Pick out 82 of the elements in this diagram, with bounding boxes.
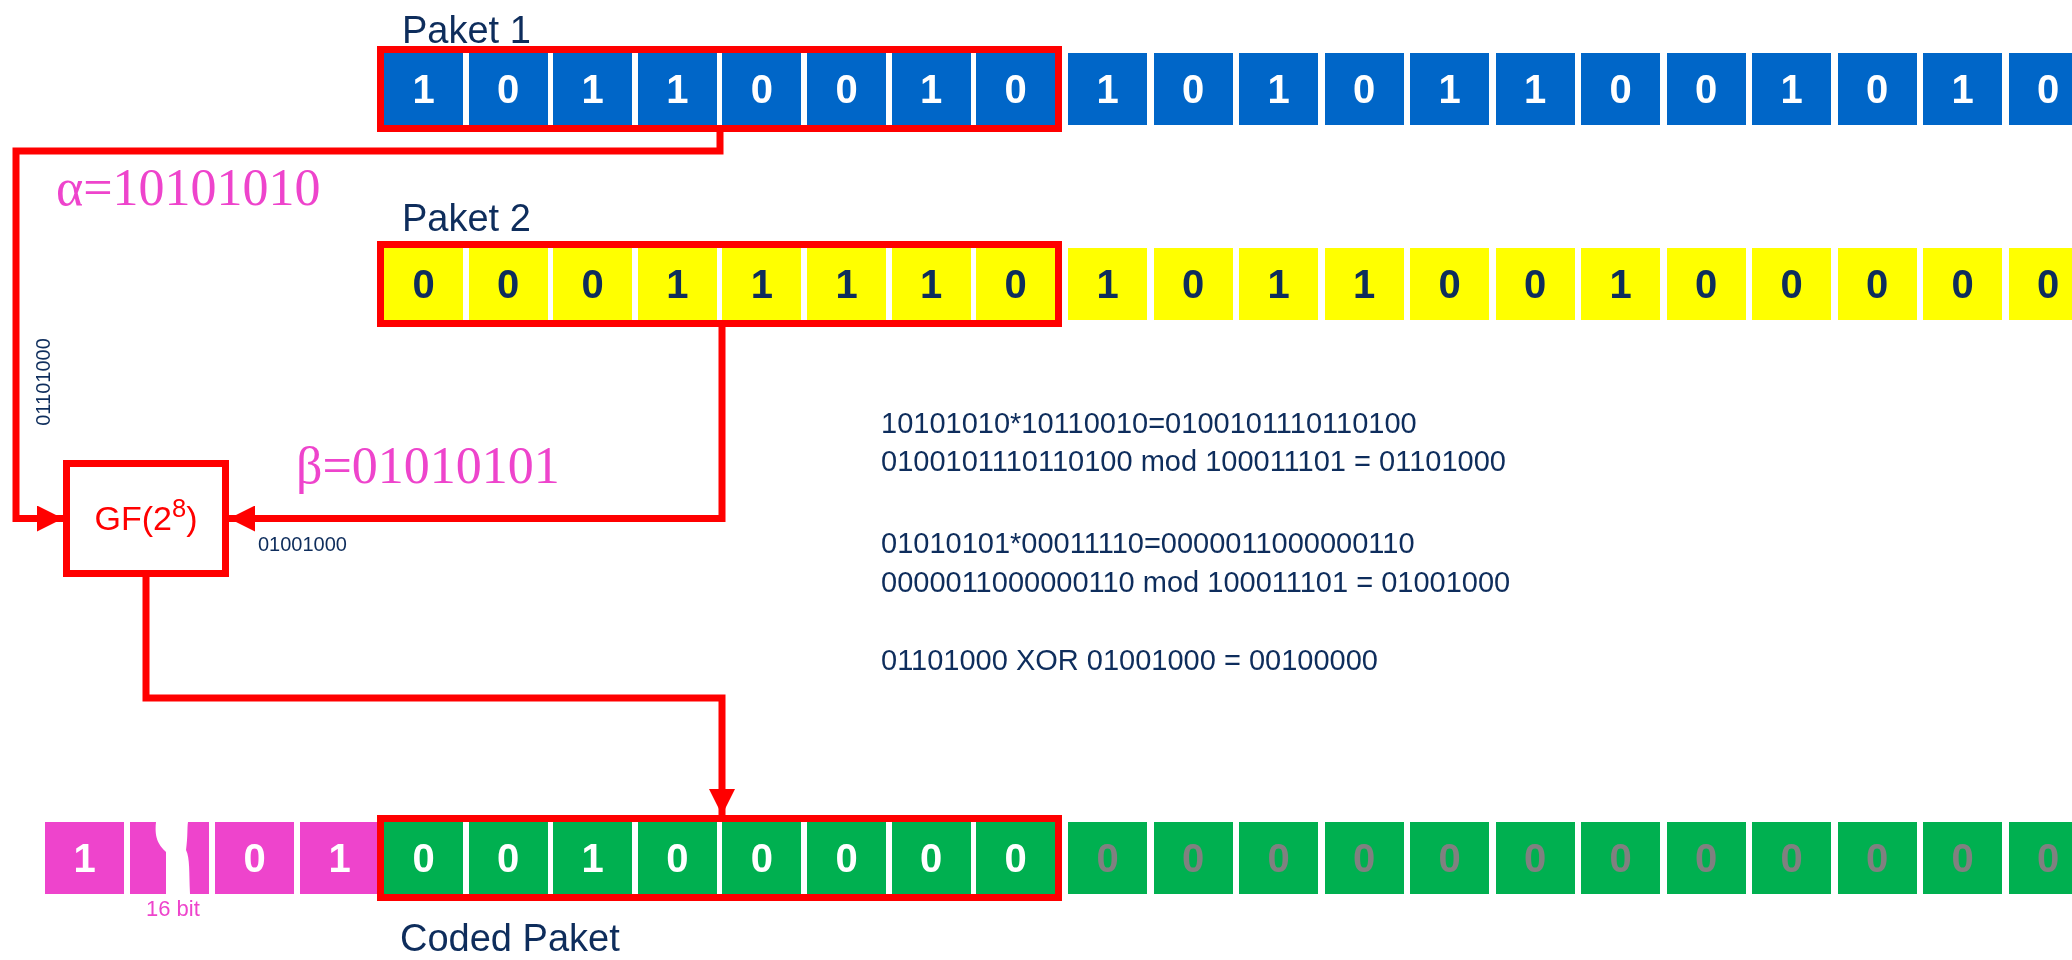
bit-cell: 1	[1923, 53, 2002, 125]
torn-cell	[130, 822, 209, 894]
bit-cell: 0	[722, 822, 802, 894]
highlight-frame	[377, 241, 1063, 327]
highlight-frame	[377, 46, 1063, 132]
bit-cell: 0	[1581, 53, 1660, 125]
formula-text: 0100101110110100 mod 100011101 = 01101000	[881, 444, 1506, 479]
bit-cell: 0	[1752, 822, 1831, 894]
bit-cell: 0	[1666, 248, 1746, 320]
bit-cell: 0	[976, 53, 1056, 125]
packet-title: Paket 2	[402, 196, 531, 241]
bit-cell: 0	[1837, 248, 1917, 320]
bit-cell: 0	[1410, 822, 1489, 894]
bit-cell: 1	[1324, 248, 1404, 320]
bit-cell: 0	[976, 248, 1056, 320]
bit-cell: 0	[1324, 53, 1404, 125]
bit-cell: 0	[1495, 248, 1575, 320]
bit-cell: 0	[384, 822, 463, 894]
bit-cell: 1	[1239, 248, 1318, 320]
formula-text: 01101000 XOR 01001000 = 00100000	[881, 643, 1378, 678]
edge-label: α=10101010	[55, 162, 322, 214]
bit-cell: 0	[1666, 822, 1746, 894]
bit-cell: 1	[1495, 53, 1575, 125]
bit-cell: 1	[807, 248, 886, 320]
size-label: 16 bit	[146, 898, 200, 920]
bit-cell: 0	[1923, 822, 2002, 894]
bit-cell: 1	[1239, 53, 1318, 125]
bit-cell: 1	[300, 822, 379, 894]
bit-cell: 1	[45, 822, 124, 894]
bit-cell: 1	[637, 248, 717, 320]
bit-cell: 1	[384, 53, 463, 125]
formula-text: 0000011000000110 mod 100011101 = 01001000	[881, 565, 1511, 600]
bit-cell: 0	[2008, 822, 2072, 894]
bit-cell: 0	[1410, 248, 1489, 320]
bit-cell: 1	[1068, 248, 1147, 320]
field-box: GF(2$^{8}$)	[63, 460, 229, 577]
bit-cell: 1	[637, 53, 717, 125]
bit-cell: 0	[2008, 53, 2072, 125]
value-label: 01101000	[33, 338, 53, 426]
packet-title: Coded Paket	[400, 916, 620, 960]
bit-cell: 0	[1495, 822, 1575, 894]
bit-cell: 1	[1752, 53, 1831, 125]
bit-cell: 1	[553, 822, 633, 894]
bit-cell: 0	[1837, 53, 1917, 125]
formula-text: 01010101*00011110=0000011000000110	[881, 526, 1415, 561]
bit-cell: 0	[637, 822, 717, 894]
value-label: 01001000	[258, 532, 347, 557]
packet-title: Paket 1	[402, 8, 531, 53]
bit-cell: 0	[1068, 822, 1147, 894]
bit-cell: 0	[976, 822, 1056, 894]
bit-cell: 0	[1581, 822, 1660, 894]
bit-cell: 0	[1153, 822, 1233, 894]
bit-cell: 0	[1837, 822, 1917, 894]
bit-cell: 0	[891, 822, 971, 894]
bit-cell: 1	[722, 248, 802, 320]
bit-cell: 0	[1324, 822, 1404, 894]
bit-cell: 0	[2008, 248, 2072, 320]
bit-cell: 0	[807, 53, 886, 125]
highlight-frame	[377, 815, 1063, 901]
bit-cell: 1	[1410, 53, 1489, 125]
bit-cell: 1	[1581, 248, 1660, 320]
bit-cell: 0	[807, 822, 886, 894]
bit-cell: 0	[722, 53, 802, 125]
bit-cell: 1	[1068, 53, 1147, 125]
bit-cell: 1	[553, 53, 633, 125]
bit-cell: 0	[215, 822, 294, 894]
bit-cell: 0	[468, 822, 548, 894]
edge-label: β=01010101	[295, 440, 561, 492]
bit-cell: 1	[891, 53, 971, 125]
bit-cell: 0	[384, 248, 463, 320]
bit-cell: 0	[1153, 53, 1233, 125]
bit-cell: 1	[891, 248, 971, 320]
bit-cell: 0	[553, 248, 633, 320]
bit-cell: 0	[1239, 822, 1318, 894]
bit-cell: 0	[1666, 53, 1746, 125]
arrow	[142, 577, 735, 815]
bit-cell: 0	[468, 53, 548, 125]
bit-cell: 0	[1923, 248, 2002, 320]
bit-cell: 0	[468, 248, 548, 320]
bit-cell: 0	[1752, 248, 1831, 320]
bit-cell: 0	[1153, 248, 1233, 320]
formula-text: 10101010*10110010=0100101110110100	[881, 406, 1417, 441]
